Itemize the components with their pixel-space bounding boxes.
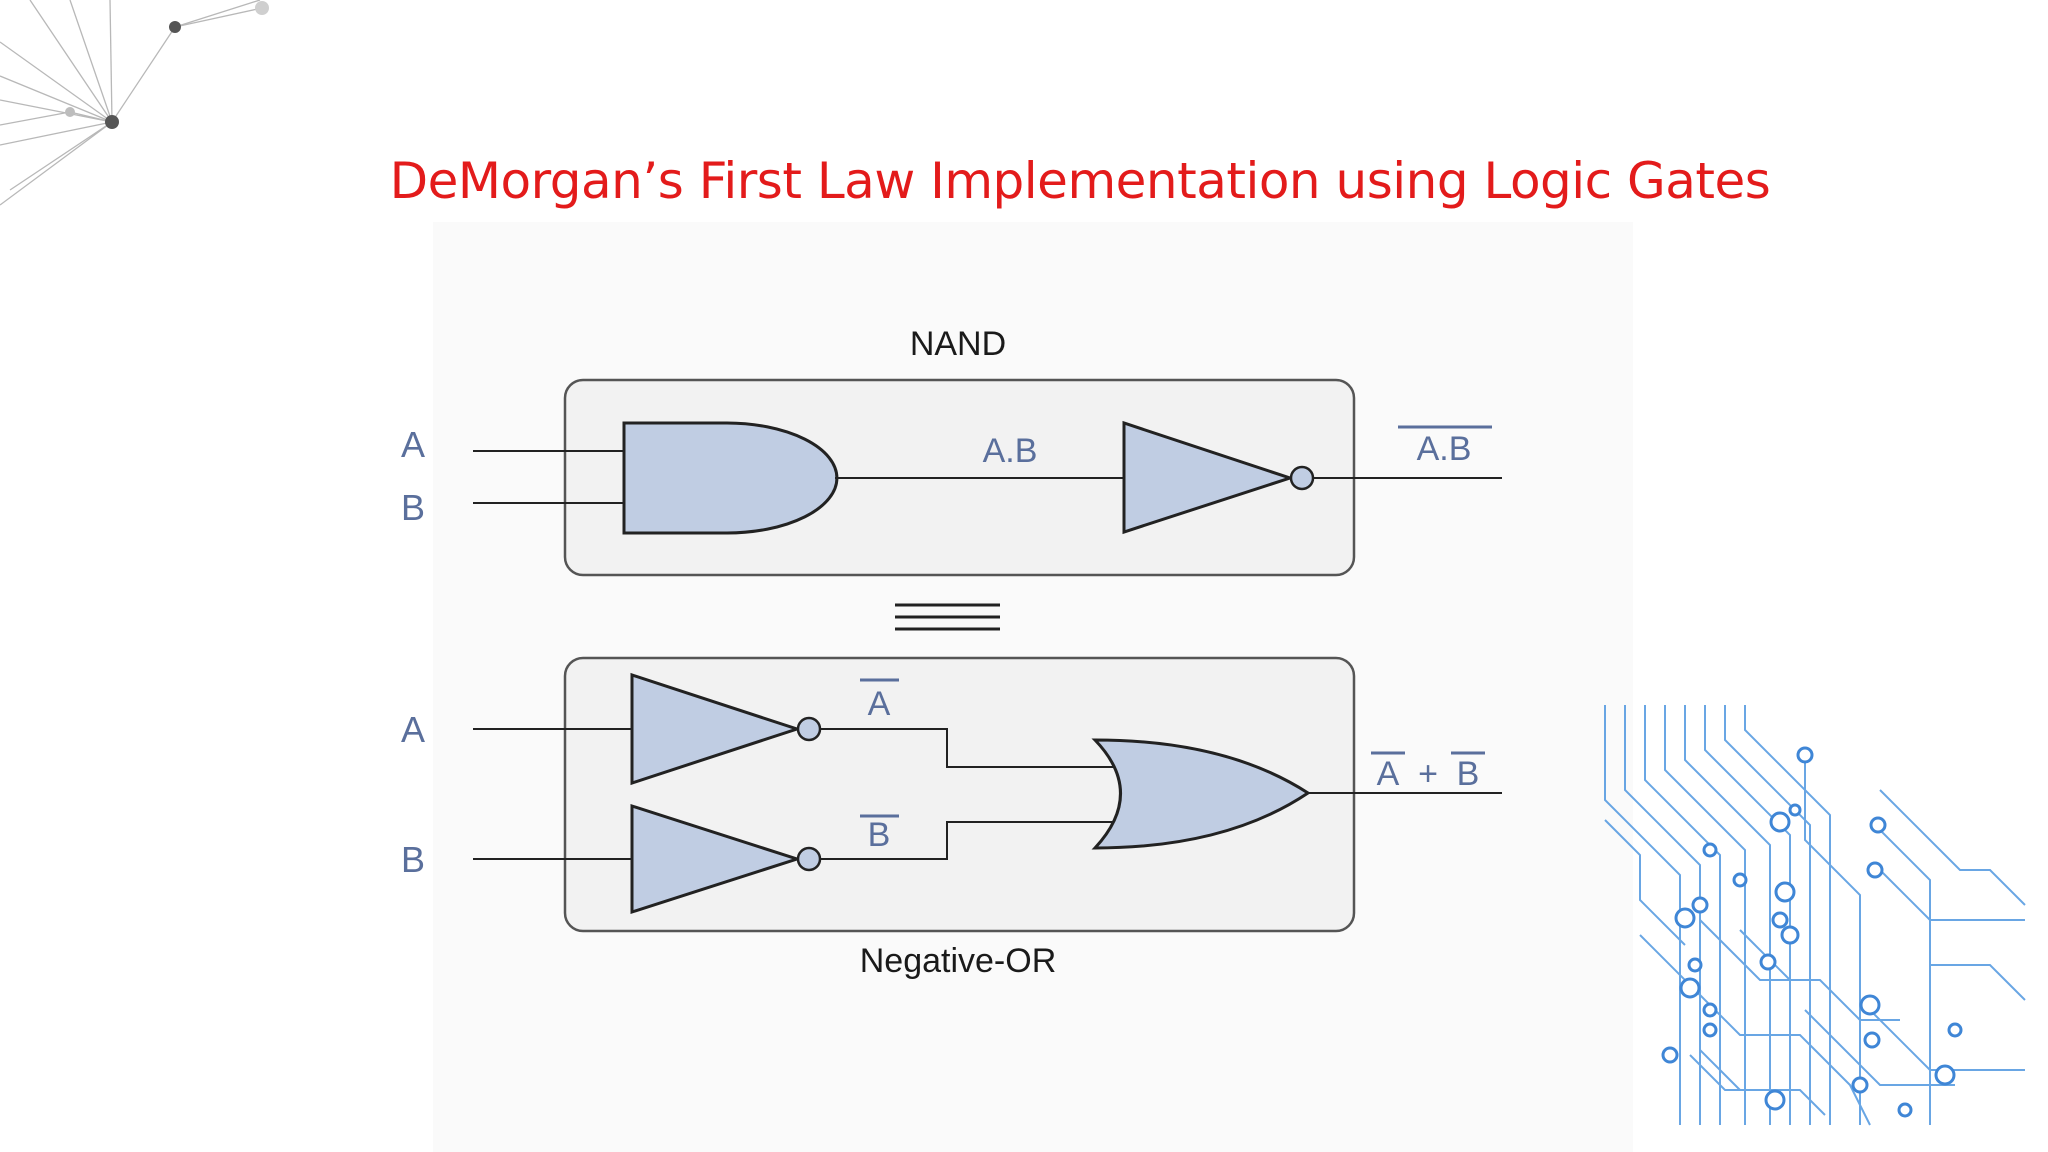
network-decoration [0, 0, 269, 206]
slide-title: DeMorgan’s First Law Implementation usin… [389, 152, 1771, 210]
nand-input-b-label: B [401, 487, 425, 528]
or-gate [1091, 738, 1311, 850]
nand-input-a-label: A [401, 424, 425, 465]
not-b-output-wire [820, 821, 1117, 860]
output-plus-label: + [1418, 755, 1438, 793]
equivalence-symbol [895, 603, 1000, 631]
not-gate-a [630, 672, 802, 786]
not-gate-nand [1122, 420, 1295, 535]
output-b-label: B [1457, 755, 1480, 793]
negative-or-title: Negative-OR [860, 942, 1057, 980]
and-gate [622, 421, 839, 535]
not-gate-b [630, 803, 802, 915]
not-b-label: B [868, 816, 891, 854]
nand-output-label: A.B [1417, 430, 1472, 468]
not-a-label: A [868, 685, 891, 723]
negor-input-a-label: A [401, 709, 425, 750]
and-output-label: A.B [983, 432, 1038, 470]
nand-title: NAND [910, 325, 1006, 363]
not-a-output-wire [820, 728, 1117, 768]
negor-input-b-label: B [401, 839, 425, 880]
output-a-label: A [1377, 755, 1400, 793]
